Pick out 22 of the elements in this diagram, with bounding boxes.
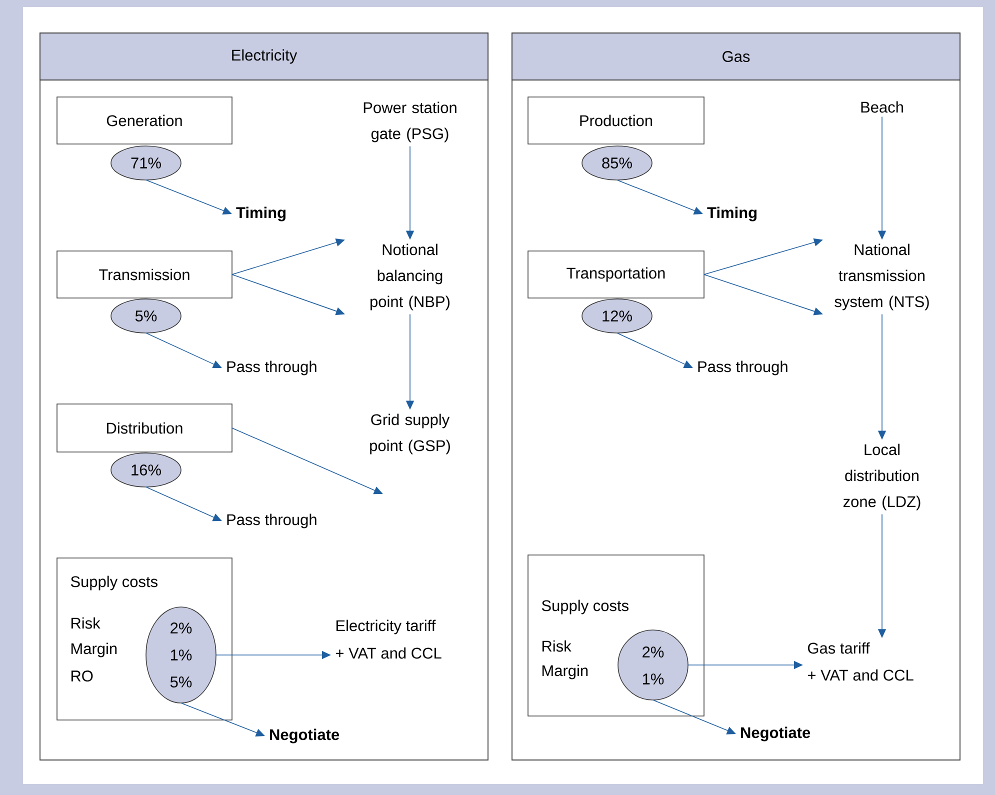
label-text: Grid supply point (GSP) xyxy=(370,414,450,454)
arrow xyxy=(146,332,222,368)
label-text: National transmission system (NTS) xyxy=(834,244,929,310)
arrow xyxy=(616,332,693,368)
label-text: Timing xyxy=(707,206,756,222)
label-text: Pass through xyxy=(227,360,316,376)
process-box: Production xyxy=(528,96,704,144)
label-text: Power station gate (PSG) xyxy=(364,102,456,142)
label-text: Notional balancing point (NBP) xyxy=(370,244,450,310)
process-box: Transportation xyxy=(528,250,704,298)
label-text: Pass through xyxy=(227,514,316,528)
label-text: Negotiate xyxy=(741,726,810,742)
tariff-text: Electricity tariff + VAT and CCL xyxy=(336,620,442,659)
label-text: Timing xyxy=(236,206,286,222)
label-text: Local distribution zone (LDZ) xyxy=(843,444,920,510)
process-box: Generation xyxy=(56,96,232,144)
label-text: Pass through xyxy=(698,360,788,376)
label-text: Negotiate xyxy=(270,728,340,744)
process-box: Transmission xyxy=(56,250,232,298)
process-box: Distribution xyxy=(56,404,232,452)
tariff-text: Gas tariff + VAT and CCL xyxy=(808,642,914,681)
label-text: Beach xyxy=(861,101,903,113)
